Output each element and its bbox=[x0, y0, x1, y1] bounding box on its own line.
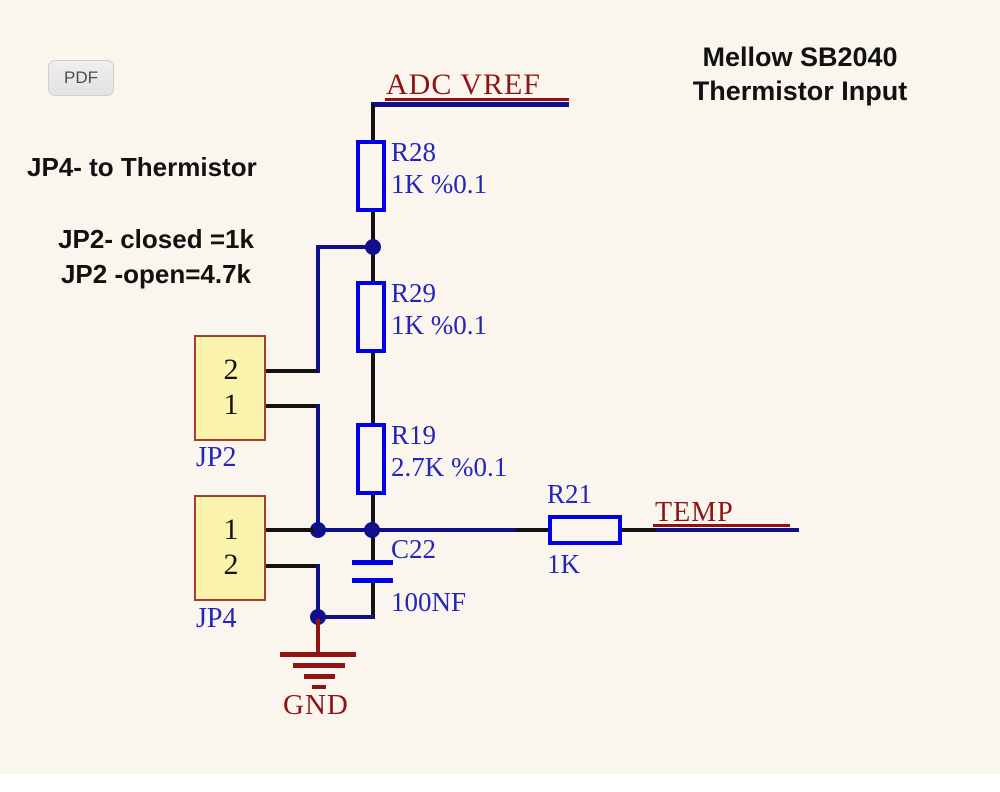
wire-gnd-run bbox=[316, 615, 374, 619]
schematic-title-line1: Mellow SB2040 bbox=[702, 42, 898, 72]
schematic-title-line2: Thermistor Input bbox=[692, 76, 908, 106]
jp2-pin1-number: 1 bbox=[223, 388, 239, 421]
resistor-r19 bbox=[356, 423, 386, 495]
jp4-pin2-number: 2 bbox=[223, 548, 239, 581]
wire-jp2-pin1-drop bbox=[316, 404, 320, 532]
jp4-pin1-stub bbox=[266, 528, 314, 532]
capacitor-c22-ref: C22 bbox=[391, 534, 437, 564]
wire-junction-to-jp2-branch bbox=[316, 245, 373, 249]
jp2-pin2-stub bbox=[266, 369, 318, 373]
capacitor-c22-plate-bottom bbox=[352, 578, 393, 583]
net-label-adc-vref: ADC VREF bbox=[386, 68, 541, 101]
gnd-bar-1 bbox=[280, 652, 356, 657]
gnd-bar-4 bbox=[312, 685, 326, 689]
net-label-gnd: GND bbox=[283, 689, 349, 721]
connector-jp2-label: JP2 bbox=[196, 442, 237, 473]
r21-right-stub bbox=[622, 528, 656, 532]
page-bottom-edge bbox=[0, 774, 1000, 792]
gnd-bar-3 bbox=[304, 674, 335, 679]
junction-gnd bbox=[310, 609, 326, 625]
capacitor-c22-value: 100NF bbox=[391, 587, 467, 617]
wire-temp-right bbox=[656, 528, 799, 532]
resistor-r19-ref: R19 bbox=[391, 420, 437, 450]
wire-r29-to-r19 bbox=[371, 352, 375, 424]
gnd-bar-2 bbox=[293, 663, 345, 668]
net-label-temp: TEMP bbox=[655, 497, 734, 528]
jp4-pin2-stub bbox=[266, 564, 318, 568]
connector-jp4 bbox=[194, 495, 266, 601]
note-jp2-open: JP2 -open=4.7k bbox=[60, 259, 252, 289]
connector-jp4-label: JP4 bbox=[196, 603, 237, 634]
gnd-stem bbox=[316, 619, 320, 653]
jp4-pin1-number: 1 bbox=[223, 513, 239, 546]
resistor-r21 bbox=[548, 515, 622, 545]
wire-jp2-pin2-riser bbox=[316, 245, 320, 373]
resistor-r21-value: 1K bbox=[547, 549, 580, 579]
note-jp4: JP4- to Thermistor bbox=[27, 152, 257, 182]
resistor-r29-ref: R29 bbox=[391, 278, 437, 308]
schematic-title: Mellow SB2040 Thermistor Input bbox=[620, 40, 980, 108]
wire-temp-left bbox=[318, 528, 516, 532]
resistor-r19-value: 2.7K %0.1 bbox=[391, 452, 508, 482]
jp2-pin1-stub bbox=[266, 404, 318, 408]
resistor-r29 bbox=[356, 281, 386, 353]
wire-vref-to-r28 bbox=[371, 104, 375, 142]
r21-left-stub bbox=[516, 528, 549, 532]
resistor-r29-value: 1K %0.1 bbox=[391, 310, 487, 340]
resistor-r28-ref: R28 bbox=[391, 137, 437, 167]
pdf-button[interactable]: PDF bbox=[48, 60, 114, 96]
note-jp2-closed: JP2- closed =1k bbox=[58, 224, 254, 254]
capacitor-c22-plate-top bbox=[352, 560, 393, 565]
wire-adc-vref bbox=[371, 102, 569, 107]
resistor-r28-value: 1K %0.1 bbox=[391, 169, 487, 199]
wire-c22-to-gnd-run bbox=[371, 583, 375, 619]
resistor-r28 bbox=[356, 140, 386, 212]
net-underline-temp bbox=[653, 524, 790, 527]
resistor-r21-ref: R21 bbox=[547, 479, 593, 509]
wire-jp4-pin2-drop bbox=[316, 564, 320, 619]
connector-jp2 bbox=[194, 335, 266, 441]
jp2-pin2-number: 2 bbox=[223, 353, 239, 386]
net-underline-adc-vref bbox=[385, 98, 569, 101]
junction-r28-r29 bbox=[365, 239, 381, 255]
